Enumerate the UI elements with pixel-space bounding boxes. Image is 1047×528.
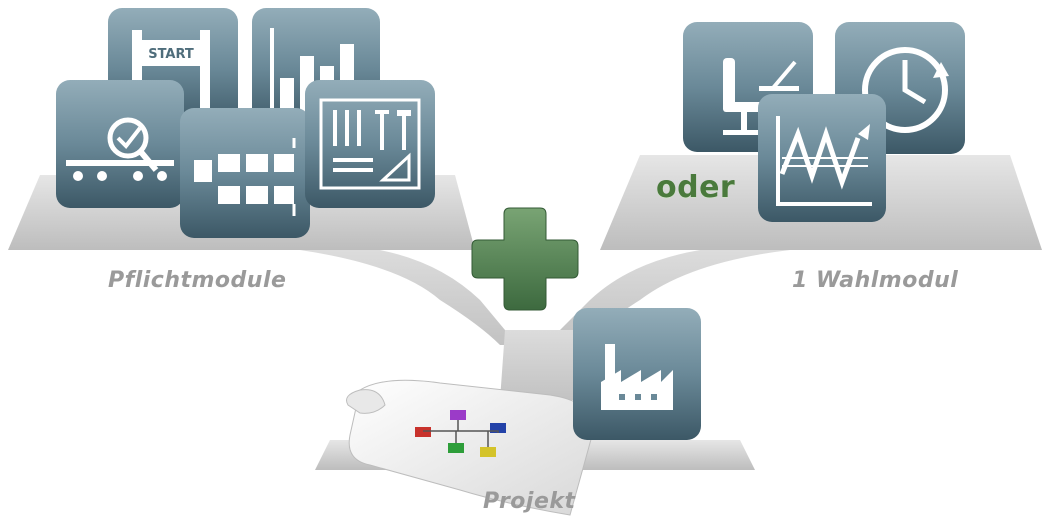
plus-icon — [471, 207, 579, 311]
or-label: oder — [656, 170, 736, 205]
y-connector — [300, 250, 790, 345]
mandatory-modules-label: Pflichtmodule — [108, 268, 287, 293]
tools-icon — [305, 80, 435, 208]
process-flow-icon — [180, 108, 310, 238]
start-label: START — [148, 47, 194, 62]
project-stem — [500, 330, 590, 400]
factory-icon — [573, 308, 701, 440]
variation-graph-icon — [758, 94, 886, 222]
elective-module-label: 1 Wahlmodul — [792, 268, 959, 293]
blueprint-document-icon — [346, 379, 596, 516]
quality-inspection-icon — [56, 80, 184, 208]
project-label: Projekt — [483, 489, 576, 514]
